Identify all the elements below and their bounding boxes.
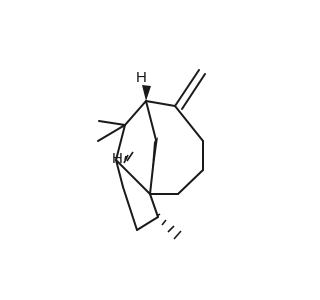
bond-c8-c7	[145, 100, 157, 141]
bond-c8-c9	[145, 100, 176, 107]
skeletal-structure: H H	[97, 69, 206, 240]
bond-c9-c10	[174, 105, 204, 142]
bond-c11-c12	[177, 169, 204, 195]
wedge-bond-bridge	[150, 137, 158, 194]
stereo-hydrogen-left: H	[112, 150, 123, 167]
bond-c6-c8	[124, 100, 147, 126]
bond-c1-c5	[115, 159, 124, 188]
bond-gem-methyl-lower	[97, 124, 126, 142]
bond-c4-c3	[149, 193, 159, 218]
stereo-hydrogen-top: H	[136, 69, 147, 86]
bond-c5-c4	[115, 159, 151, 195]
bond-methylene-1	[174, 69, 200, 107]
wedge-bond-top-h	[142, 85, 151, 101]
bond-methylene-2	[181, 73, 206, 110]
hashed-bond-left-h	[123, 151, 134, 164]
molecule-canvas: H H	[97, 69, 206, 240]
hashed-bond-methyl	[156, 213, 182, 240]
bond-c3-c2	[136, 216, 159, 231]
bond-gem-methyl-upper	[98, 120, 126, 126]
bond-c2-c1	[122, 186, 138, 231]
bond-c5-c6	[115, 124, 126, 161]
